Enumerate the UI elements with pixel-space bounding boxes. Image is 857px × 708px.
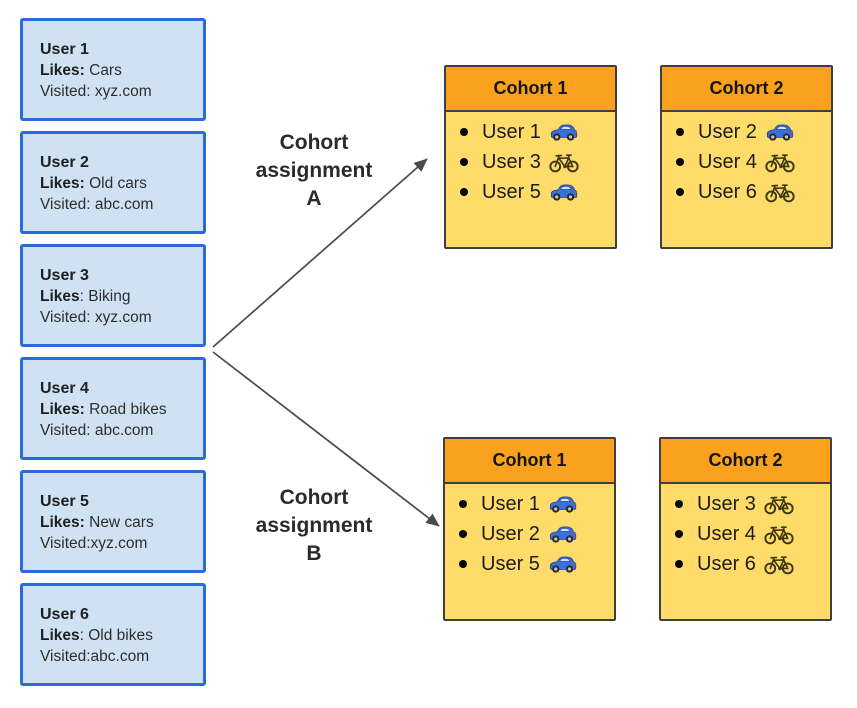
car-icon (548, 182, 578, 202)
user-card-title: User 1 (40, 41, 89, 58)
cohort-member-list: User 2 User 4 User 6 (662, 112, 831, 207)
user-list: User 1 Likes: Cars Visited: xyz.com User… (20, 18, 206, 686)
user-visited: Visited: abc.com (40, 196, 154, 213)
user-visited: Visited: xyz.com (40, 83, 152, 100)
cohort-member-list: User 3 User 4 (661, 484, 830, 579)
cohort-member: User 5 (459, 549, 610, 579)
bullet-dot (676, 188, 684, 196)
user-card-2: User 2 Likes: Old cars Visited: abc.com (20, 131, 206, 234)
bullet-dot (460, 128, 468, 136)
cohort-member: User 4 (676, 147, 827, 177)
bike-icon (548, 152, 580, 173)
bike-icon (764, 152, 796, 173)
user-card-4: User 4 Likes: Road bikes Visited: abc.co… (20, 357, 206, 460)
bike-icon (763, 554, 795, 575)
bullet-dot (675, 560, 683, 568)
bike-icon (763, 494, 795, 515)
user-likes: Likes: Old cars (40, 175, 147, 192)
user-card-title: User 5 (40, 493, 89, 510)
car-icon (547, 494, 577, 514)
user-card-title: User 4 (40, 380, 89, 397)
cohort-member: User 6 (676, 177, 827, 207)
cohort-member: User 2 (676, 117, 827, 147)
user-likes: Likes: Cars (40, 62, 122, 79)
bike-icon (763, 524, 795, 545)
user-card-title: User 6 (40, 606, 89, 623)
user-card-3: User 3 Likes: Biking Visited: xyz.com (20, 244, 206, 347)
cohort-header: Cohort 2 (662, 67, 831, 112)
bullet-dot (460, 188, 468, 196)
cohort-header: Cohort 1 (445, 439, 614, 484)
cohort-member: User 6 (675, 549, 826, 579)
bullet-dot (676, 128, 684, 136)
cohort-box-b-1: Cohort 1 User 1 User 2 User 5 (443, 437, 616, 621)
bullet-dot (459, 560, 467, 568)
user-likes: Likes: New cars (40, 514, 154, 531)
user-visited: Visited:abc.com (40, 648, 150, 665)
cohort-box-a-2: Cohort 2 User 2 User 4 Use (660, 65, 833, 249)
user-card-1: User 1 Likes: Cars Visited: xyz.com (20, 18, 206, 121)
user-card-5: User 5 Likes: New cars Visited:xyz.com (20, 470, 206, 573)
cohort-member-list: User 1 User 3 User 5 (446, 112, 615, 207)
user-visited: Visited: abc.com (40, 422, 154, 439)
cohort-member: User 2 (459, 519, 610, 549)
bike-icon (764, 182, 796, 203)
user-card-title: User 3 (40, 267, 89, 284)
bullet-dot (459, 530, 467, 538)
cohort-box-a-1: Cohort 1 User 1 User 3 Use (444, 65, 617, 249)
cohort-member: User 3 (460, 147, 611, 177)
bullet-dot (460, 158, 468, 166)
cohort-header: Cohort 1 (446, 67, 615, 112)
car-icon (764, 122, 794, 142)
label-cohort-assignment-b: Cohort assignment B (255, 486, 373, 565)
bullet-dot (675, 530, 683, 538)
user-likes: Likes: Old bikes (40, 627, 153, 644)
cohort-member: User 1 (459, 489, 610, 519)
cohort-member: User 3 (675, 489, 826, 519)
user-visited: Visited: xyz.com (40, 309, 152, 326)
cohort-member: User 5 (460, 177, 611, 207)
cohort-member-list: User 1 User 2 User 5 (445, 484, 614, 579)
user-card-6: User 6 Likes: Old bikes Visited:abc.com (20, 583, 206, 686)
bullet-dot (675, 500, 683, 508)
label-cohort-assignment-a: Cohort assignment A (255, 131, 373, 210)
cohort-box-b-2: Cohort 2 User 3 User 4 (659, 437, 832, 621)
bullet-dot (459, 500, 467, 508)
cohort-member: User 1 (460, 117, 611, 147)
car-icon (548, 122, 578, 142)
user-likes: Likes: Biking (40, 288, 131, 305)
user-likes: Likes: Road bikes (40, 401, 167, 418)
car-icon (547, 524, 577, 544)
user-card-title: User 2 (40, 154, 89, 171)
car-icon (547, 554, 577, 574)
cohort-member: User 4 (675, 519, 826, 549)
user-visited: Visited:xyz.com (40, 535, 148, 552)
bullet-dot (676, 158, 684, 166)
cohort-header: Cohort 2 (661, 439, 830, 484)
